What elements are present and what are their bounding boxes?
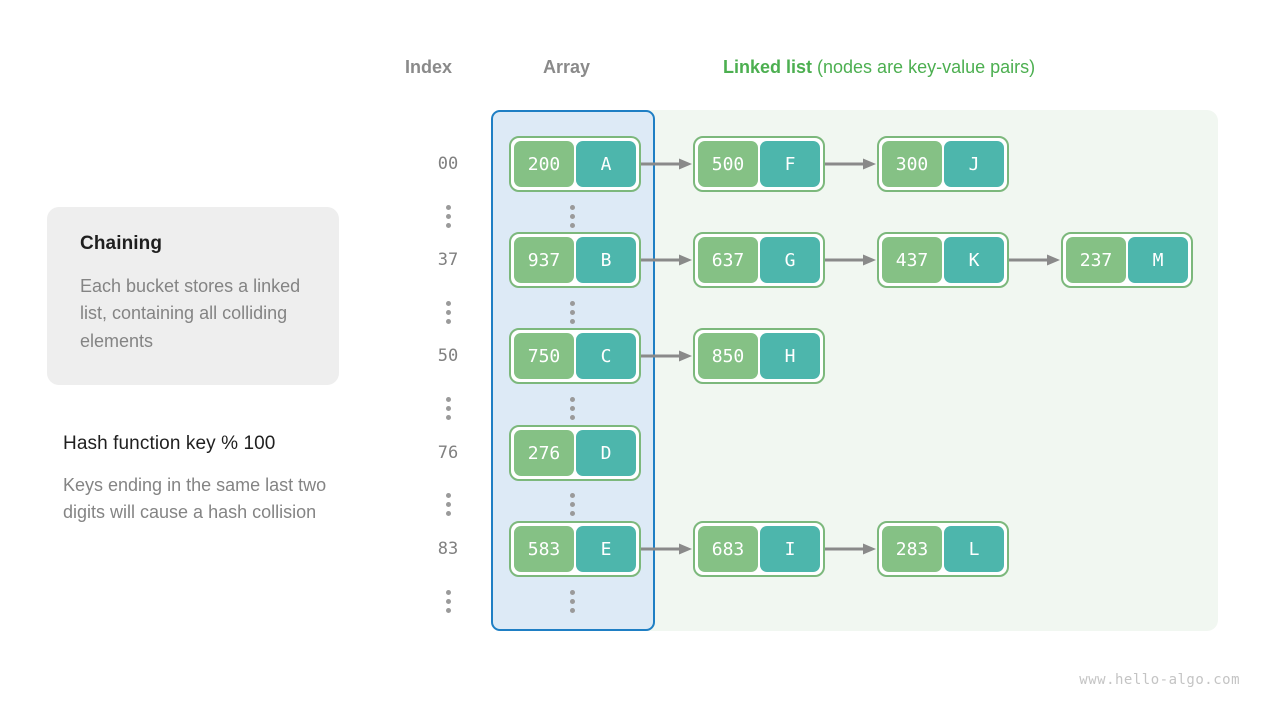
node-key: 750 — [514, 333, 574, 379]
array-ellipsis-icon — [529, 200, 615, 232]
node-value: I — [760, 526, 820, 572]
index-ellipsis-icon — [405, 296, 491, 328]
chain-link-arrow — [641, 157, 693, 171]
column-header-linked-list: Linked list (nodes are key-value pairs) — [723, 57, 1035, 78]
node-value: L — [944, 526, 1004, 572]
node-key: 583 — [514, 526, 574, 572]
hash-function-title: Hash function key % 100 — [63, 433, 276, 455]
chain-link-arrow — [641, 542, 693, 556]
index-ellipsis-icon — [405, 392, 491, 424]
index-ellipsis-icon — [405, 585, 491, 617]
bucket-index-label: 76 — [437, 443, 459, 463]
chain-link-arrow — [825, 542, 877, 556]
ellipsis-row — [405, 200, 745, 232]
chain-link-arrow — [1009, 253, 1061, 267]
array-ellipsis-icon — [529, 585, 615, 617]
node-value: K — [944, 237, 1004, 283]
chaining-card-title: Chaining — [80, 233, 163, 254]
node-key: 283 — [882, 526, 942, 572]
node-value: M — [1128, 237, 1188, 283]
hash-function-body: Keys ending in the same last two digits … — [63, 475, 327, 523]
ellipsis-row — [405, 585, 745, 617]
chain-link-arrow — [641, 253, 693, 267]
node-value: A — [576, 141, 636, 187]
array-ellipsis-icon — [529, 392, 615, 424]
column-header-index: Index — [405, 57, 453, 77]
watermark: www.hello-algo.com — [1079, 672, 1240, 688]
linked-list-sublabel: (nodes are key-value pairs) — [812, 57, 1036, 77]
node-key: 237 — [1066, 237, 1126, 283]
hash-function-block: Hash function key % 100 Keys ending in t… — [47, 433, 347, 527]
node-value: H — [760, 333, 820, 379]
chaining-card-body: Each bucket stores a linked list, contai… — [80, 276, 301, 351]
chaining-info-card: Chaining Each bucket stores a linked lis… — [47, 207, 339, 386]
bucket-index-label: 00 — [437, 154, 459, 174]
node-key: 937 — [514, 237, 574, 283]
node-key: 200 — [514, 141, 574, 187]
ellipsis-row — [405, 392, 745, 424]
node-value: B — [576, 237, 636, 283]
chain-link-arrow — [641, 349, 693, 363]
node-value: F — [760, 141, 820, 187]
node-value: C — [576, 333, 636, 379]
chain-link-arrow — [825, 157, 877, 171]
node-key: 300 — [882, 141, 942, 187]
bucket-index-label: 83 — [437, 539, 459, 559]
node-key: 850 — [698, 333, 758, 379]
chain-link-arrow — [825, 253, 877, 267]
index-ellipsis-icon — [405, 488, 491, 520]
node-value: G — [760, 237, 820, 283]
ellipsis-row — [405, 296, 745, 328]
index-ellipsis-icon — [405, 200, 491, 232]
node-key: 276 — [514, 430, 574, 476]
array-ellipsis-icon — [529, 296, 615, 328]
linked-list-label: Linked list — [723, 57, 813, 77]
node-value: J — [944, 141, 1004, 187]
node-key: 437 — [882, 237, 942, 283]
node-key: 637 — [698, 237, 758, 283]
node-key: 683 — [698, 526, 758, 572]
explanation-column: Chaining Each bucket stores a linked lis… — [47, 207, 347, 527]
node-value: D — [576, 430, 636, 476]
node-key: 500 — [698, 141, 758, 187]
ellipsis-row — [405, 488, 745, 520]
column-header-array: Array — [543, 57, 591, 77]
node-value: E — [576, 526, 636, 572]
bucket-index-label: 37 — [437, 250, 459, 270]
bucket-index-label: 50 — [437, 346, 459, 366]
array-ellipsis-icon — [529, 488, 615, 520]
